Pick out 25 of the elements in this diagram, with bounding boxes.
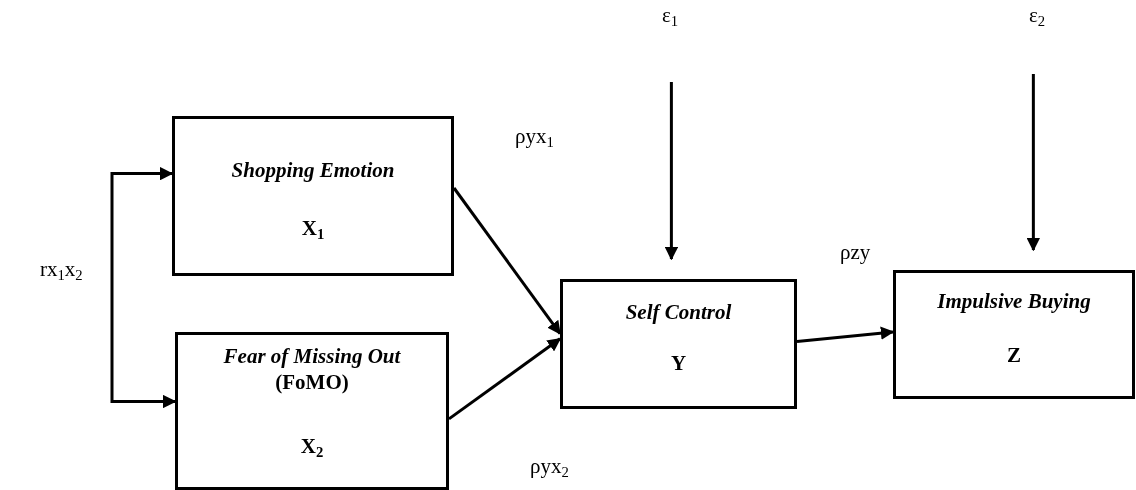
path-coefficient-label: ρyx$_{2}$: [530, 455, 569, 480]
arrow: [1026, 74, 1041, 252]
error-term-label: ε$_{1}$: [650, 4, 690, 29]
error-term-label: ε$_{2}$: [1017, 4, 1057, 29]
variable-symbol: X$_{2}$: [300, 435, 324, 460]
path-coefficient-label: rx$_{1}$x$_{2}$: [40, 258, 83, 283]
path-coefficient-label: ρzy: [840, 241, 871, 265]
path-coefficient-label: ρyx$_{1}$: [515, 125, 554, 150]
variable-symbol: Y: [670, 352, 687, 376]
variable-box: [172, 116, 454, 276]
arrow: [796, 326, 895, 343]
variable-box: [560, 279, 797, 409]
arrow: [664, 82, 679, 261]
variable-name: Fear of Missing Out: [223, 345, 401, 369]
variable-symbol: X$_{1}$: [301, 217, 325, 242]
variable-box: [175, 332, 449, 490]
arrow: [110, 166, 177, 409]
variable-symbol: Z: [1007, 344, 1021, 368]
variable-name: Shopping Emotion: [231, 159, 395, 183]
variable-name: Impulsive Buying: [937, 290, 1091, 314]
arrow: [448, 337, 562, 421]
arrow: [452, 187, 562, 335]
variable-box: [893, 270, 1135, 399]
variable-abbreviation: (FoMO): [275, 371, 349, 395]
variable-name: Self Control: [625, 301, 732, 325]
